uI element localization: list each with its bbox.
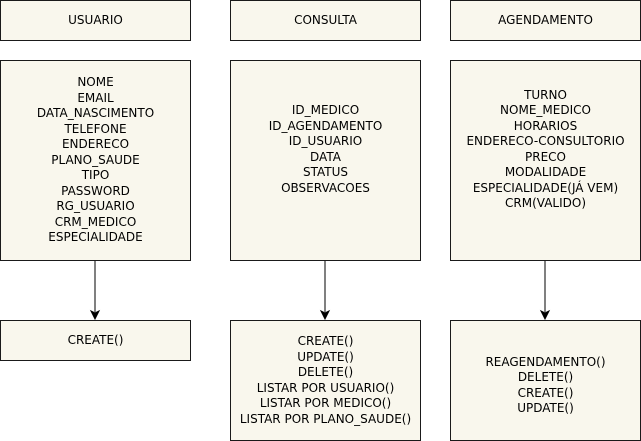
agendamento-field: ESPECIALIDADE(JÁ VEM) (472, 180, 619, 195)
consulta-fields-box: ID_MEDICO ID_AGENDAMENTO ID_USUARIO DATA… (230, 60, 421, 261)
agendamento-arrow (539, 261, 551, 321)
consulta-method: LISTAR POR MEDICO() (259, 396, 392, 410)
usuario-field: TELEFONE (64, 121, 127, 136)
usuario-header-box: USUARIO (0, 0, 191, 41)
usuario-field: ENDERECO (61, 137, 130, 152)
agendamento-field: NOME_MEDICO (500, 103, 591, 117)
agendamento-field: ENDERECO-CONSULTORIO (466, 134, 625, 148)
consulta-method: UPDATE() (297, 349, 354, 364)
consulta-method: LISTAR POR PLANO_SAUDE() (239, 411, 412, 426)
consulta-methods-box: CREATE() UPDATE() DELETE() LISTAR POR US… (230, 320, 421, 441)
usuario-field: RG_USUARIO (56, 199, 135, 214)
usuario-fields-box: NOME EMAIL DATA_NASCIMENTO TELEFONE ENDE… (0, 60, 191, 261)
agendamento-field: MODALIDADE (504, 165, 587, 179)
agendamento-field: HORARIOS (513, 118, 578, 133)
consulta-field: OBSERVACOES (281, 180, 370, 195)
usuario-field: PASSWORD (61, 183, 130, 198)
agendamento-method: DELETE() (517, 370, 574, 384)
agendamento-field: PRECO (525, 149, 566, 164)
consulta-header-box: CONSULTA (230, 0, 421, 41)
consulta-header-label: CONSULTA (294, 12, 357, 27)
consulta-arrow (319, 261, 331, 321)
usuario-field: TIPO (81, 168, 110, 183)
consulta-field: ID_USUARIO (288, 134, 363, 148)
agendamento-field: TURNO (524, 87, 567, 102)
consulta-method: LISTAR POR USUARIO() (256, 380, 395, 395)
consulta-field: DATA (310, 149, 341, 164)
consulta-method: CREATE() (297, 334, 354, 348)
usuario-field: NOME (77, 75, 114, 90)
usuario-field: DATA_NASCIMENTO (36, 106, 155, 121)
consulta-field: STATUS (302, 165, 349, 179)
usuario-field: EMAIL (77, 90, 114, 105)
usuario-field: PLANO_SAUDE (51, 152, 140, 167)
consulta-method: DELETE() (297, 365, 354, 379)
consulta-field: ID_AGENDAMENTO (268, 118, 383, 133)
usuario-field: ESPECIALIDADE (48, 230, 143, 245)
agendamento-field: CRM(VALIDO) (505, 196, 586, 210)
usuario-method: CREATE() (67, 332, 124, 347)
agendamento-methods-box: REAGENDAMENTO() DELETE() CREATE() UPDATE… (450, 320, 641, 441)
agendamento-fields-box: TURNO NOME_MEDICO HORARIOS ENDERECO-CONS… (450, 60, 641, 261)
agendamento-header-box: AGENDAMENTO (450, 0, 641, 41)
usuario-field: CRM_MEDICO (54, 214, 137, 229)
usuario-header-label: USUARIO (68, 12, 123, 27)
usuario-arrow (89, 261, 101, 321)
agendamento-header-label: AGENDAMENTO (498, 12, 593, 27)
agendamento-method: UPDATE() (517, 401, 574, 415)
consulta-field: ID_MEDICO (291, 103, 360, 117)
agendamento-method: CREATE() (517, 385, 574, 400)
usuario-methods-box: CREATE() (0, 320, 191, 361)
agendamento-method: REAGENDAMENTO() (485, 354, 606, 369)
